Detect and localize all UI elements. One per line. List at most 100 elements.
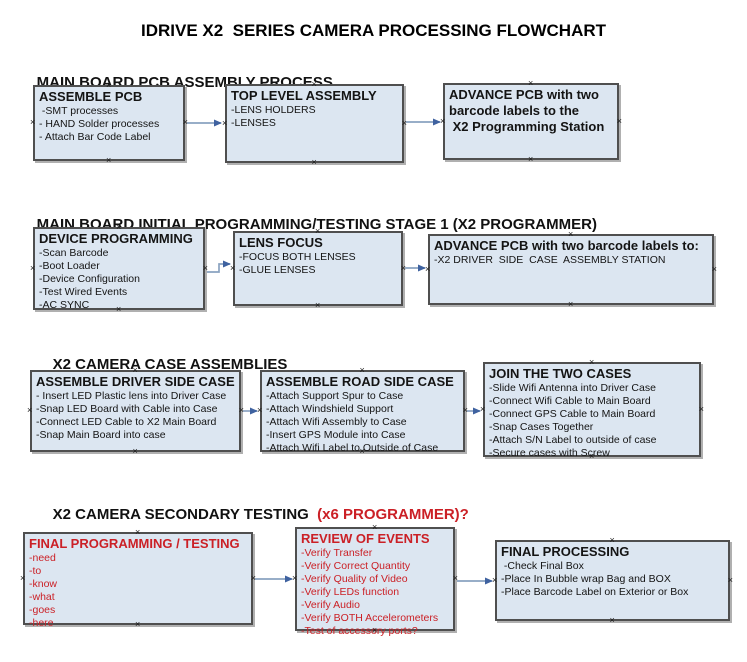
box-item: -Verify Transfer: [301, 547, 373, 559]
box-item-list: -need-to-know-what-goes-here: [29, 552, 247, 630]
connection-handle-left-icon: ×: [480, 403, 486, 414]
box-title: JOIN THE TWO CASES: [489, 366, 632, 381]
connection-handle-left-icon: ×: [30, 117, 36, 127]
connection-handle-left-icon: ×: [425, 263, 431, 274]
box-item: -Place Barcode Label on Exterior or Box: [501, 586, 689, 598]
box-item: -Connect LED Cable to X2 Main Board: [36, 416, 217, 428]
box-title: ASSEMBLE DRIVER SIDE CASE: [36, 374, 235, 389]
box-title: ADVANCE PCB with two barcode labels to t…: [449, 87, 605, 134]
box-item: -LENSES: [231, 117, 276, 129]
box-item: -Test Wired Events: [39, 286, 128, 298]
connection-handle-right-icon: ×: [250, 572, 256, 583]
box-title: ASSEMBLE PCB: [39, 89, 143, 104]
box-item: -Place In Bubble wrap Bag and BOX: [501, 573, 671, 585]
flow-box-assemble-pcb: ASSEMBLE PCB -SMT processes- HAND Solder…: [30, 81, 188, 165]
box-item: -GLUE LENSES: [239, 264, 316, 276]
flow-box-top-level-assembly: TOP LEVEL ASSEMBLY -LENS HOLDERS-LENSES …: [222, 80, 407, 167]
box-item: -AC SYNC: [39, 299, 90, 311]
box-item-list: -Verify Transfer-Verify Correct Quantity…: [301, 547, 449, 638]
flow-box-final-programming-testing: FINAL PROGRAMMING / TESTING -need-to-kno…: [20, 528, 256, 630]
connection-handle-right-icon: ×: [452, 573, 458, 583]
section-heading-text: X2 CAMERA CASE ASSEMBLIES: [52, 356, 288, 373]
connection-handle-bottom-icon: ×: [106, 155, 112, 165]
box-item: -Snap Cases Together: [489, 421, 594, 433]
box-item: -Slide Wifi Antenna into Driver Case: [489, 382, 656, 394]
connection-handle-right-icon: ×: [182, 117, 188, 127]
box-item-list: - Insert LED Plastic lens into Driver Ca…: [36, 390, 235, 442]
box-item: -Attach Wifi Assembly to Case: [266, 416, 407, 428]
connection-handle-left-icon: ×: [27, 405, 33, 415]
connection-handle-left-icon: ×: [292, 573, 298, 583]
connector-arrow-deviceprog-to-lensfocus: [207, 260, 231, 273]
connection-handle-right-icon: ×: [462, 405, 468, 415]
box-item: -LENS HOLDERS: [231, 104, 316, 116]
connection-handle-bottom-icon: ×: [528, 154, 534, 164]
box-title: DEVICE PROGRAMMING: [39, 231, 193, 246]
box-item-list: -Check Final Box-Place In Bubble wrap Ba…: [501, 560, 724, 599]
box-item: -Insert GPS Module into Case: [266, 429, 406, 441]
flow-box-join-the-two-cases: JOIN THE TWO CASES -Slide Wifi Antenna i…: [480, 358, 704, 461]
box-item: - Attach Bar Code Label: [39, 131, 151, 143]
connection-handle-bottom-icon: ×: [568, 299, 574, 309]
section-heading-red-text: (x6 PROGRAMMER)?: [317, 506, 469, 523]
connection-handle-right-icon: ×: [401, 117, 407, 128]
box-item: -Attach S/N Label to outside of case: [489, 434, 657, 446]
connection-handle-right-icon: ×: [238, 405, 244, 415]
connection-handle-left-icon: ×: [230, 262, 236, 273]
box-item: -Verify Quality of Video: [301, 573, 408, 585]
box-item: -what: [29, 591, 55, 603]
box-item-list: -Scan Barcode-Boot Loader-Device Configu…: [39, 247, 199, 312]
flow-box-advance-pcb-case-assembly: ADVANCE PCB with two barcode labels to: …: [425, 230, 717, 309]
box-item-list: -Attach Support Spur to Case-Attach Wind…: [266, 390, 459, 455]
connection-handle-left-icon: ×: [30, 262, 36, 273]
connection-handle-right-icon: ×: [400, 262, 406, 273]
box-item: -Secure cases with Screw: [489, 447, 610, 459]
box-item-list: -SMT processes- HAND Solder processes- A…: [39, 105, 179, 144]
section-heading-text: X2 CAMERA SECONDARY TESTING: [52, 506, 318, 523]
box-item: -Device Configuration: [39, 273, 140, 285]
connection-handle-right-icon: ×: [711, 263, 717, 274]
box-title: REVIEW OF EVENTS: [301, 531, 430, 546]
section-heading-secondary-testing: X2 CAMERA SECONDARY TESTING (x6 PROGRAMM…: [36, 489, 469, 540]
box-item: -Attach Support Spur to Case: [266, 390, 404, 402]
connection-handle-bottom-icon: ×: [609, 615, 615, 625]
box-item: -Check Final Box: [501, 560, 584, 572]
box-title: ASSEMBLE ROAD SIDE CASE: [266, 374, 454, 389]
box-item: -Snap LED Board with Cable into Case: [36, 403, 218, 415]
connection-handle-right-icon: ×: [202, 262, 208, 273]
flow-box-advance-pcb-programming-station: ADVANCE PCB with two barcode labels to t…: [440, 79, 622, 164]
box-item: -goes: [29, 604, 56, 616]
box-title: ADVANCE PCB with two barcode labels to:: [434, 238, 699, 253]
box-item: -Test of accessory ports?: [301, 625, 418, 637]
box-item-list: -FOCUS BOTH LENSES-GLUE LENSES: [239, 251, 397, 277]
connection-handle-bottom-icon: ×: [132, 446, 138, 456]
connection-handle-bottom-icon: ×: [311, 157, 317, 167]
connection-handle-right-icon: ×: [727, 574, 733, 585]
box-item: -Snap Main Board into case: [36, 429, 166, 441]
box-item: -FOCUS BOTH LENSES: [239, 251, 356, 263]
box-item: - Insert LED Plastic lens into Driver Ca…: [36, 390, 227, 402]
box-item: -Verify LEDs function: [301, 586, 400, 598]
box-item: -Attach Windshield Support: [266, 403, 394, 415]
box-item-list: -Slide Wifi Antenna into Driver Case-Con…: [489, 382, 695, 460]
box-item: -Boot Loader: [39, 260, 100, 272]
box-title: LENS FOCUS: [239, 235, 323, 250]
box-item: -to: [29, 565, 42, 577]
box-item-list: -LENS HOLDERS-LENSES: [231, 104, 398, 130]
connection-handle-left-icon: ×: [20, 572, 26, 583]
box-item: -X2 DRIVER SIDE CASE ASSEMBLY STATION: [434, 254, 666, 266]
box-item: -Verify BOTH Accelerometers: [301, 612, 439, 624]
box-title: TOP LEVEL ASSEMBLY: [231, 88, 377, 103]
page-title: IDRIVE X2 SERIES CAMERA PROCESSING FLOWC…: [140, 21, 607, 40]
box-item: -here: [29, 617, 54, 629]
connection-handle-left-icon: ×: [222, 117, 228, 128]
connection-handle-bottom-icon: ×: [315, 300, 321, 310]
box-title: FINAL PROCESSING: [501, 544, 630, 559]
box-item: -Connect Wifi Cable to Main Board: [489, 395, 651, 407]
flow-box-assemble-road-side-case: ASSEMBLE ROAD SIDE CASE -Attach Support …: [257, 366, 468, 456]
box-item: -need: [29, 552, 56, 564]
box-item: -SMT processes: [39, 105, 119, 117]
box-item-list: -X2 DRIVER SIDE CASE ASSEMBLY STATION: [434, 254, 708, 267]
box-item: -know: [29, 578, 58, 590]
connection-handle-left-icon: ×: [257, 405, 263, 415]
